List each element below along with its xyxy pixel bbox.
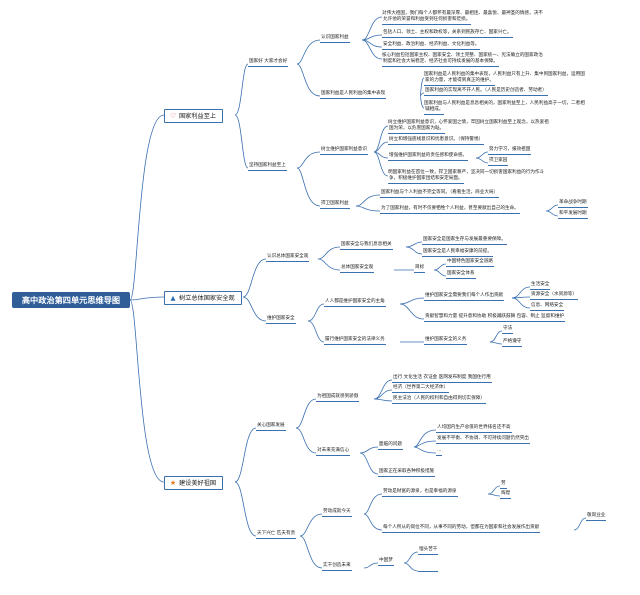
node-positions[interactable]: 每个人所从的岗位不同，从事不同的劳动，但都在为国家和社会发展作出贡献 <box>382 525 541 533</box>
branch-label: 树立总体国家安全观 <box>179 295 235 302</box>
node-create-future[interactable]: 实干创造未来 <box>322 563 352 571</box>
node-holistic-security[interactable]: 总体国家安全观 <box>340 265 375 273</box>
node-text: 和平发展时期 <box>558 211 588 219</box>
node-text: 努力学习，报效祖国 <box>488 147 532 155</box>
node-text: 守法 <box>502 326 514 334</box>
flame-icon: ▲ <box>170 294 176 302</box>
node-security-related[interactable]: 国家安全与我们息息相关 <box>340 242 393 250</box>
node-text: 劳 <box>500 481 507 489</box>
branch-label: 建设美好祖国 <box>179 480 217 487</box>
node-insist-interest[interactable]: 坚持国家利益至上 <box>248 163 287 171</box>
node-text: 敬岗业业 <box>586 513 607 521</box>
node-text: 民主法治（人民的权利和自由得到切实保障） <box>392 396 486 404</box>
heart-icon: ♡ <box>169 112 177 120</box>
branch-build-motherland[interactable]: ★建设美好祖国 <box>164 476 224 490</box>
node-text: 对伟大祖国，我们每个人都怀有最深厚、最相连、最喜悦、最神圣的情感，决不 <box>382 11 543 16</box>
node-text: 信息、网络安全 <box>530 303 565 311</box>
node-text: 树立和增强底线意识和忧患意识。（保持警惕） <box>388 137 485 145</box>
node-text: 国家安全是国家生存与发展最重要保障。 <box>422 237 507 245</box>
node-problems[interactable]: 面临的问题 <box>378 442 403 450</box>
node-duty[interactable]: 维护国家安全的义务 <box>424 337 468 345</box>
node-text: 国家利益是人民利益的集中表现，人民利益只有上升、集中到国家利益，运用国 <box>424 72 585 77</box>
node-text: 生活安全 <box>530 282 551 290</box>
node-labor-source[interactable]: 劳动是财富的源泉，也是幸福的源泉 <box>382 489 458 497</box>
node-empty <box>418 566 438 572</box>
node-text: ... <box>436 448 443 456</box>
node-people-interest[interactable]: 国家利益是人民利益的集中表现 <box>320 91 387 99</box>
node-confidence[interactable]: 对未来充满信心 <box>316 448 351 456</box>
node-text: 制度和社会大局稳定、经济社会可持续发展的基本保障。 <box>382 59 499 67</box>
node-country-good[interactable]: 国家好 大家才会好 <box>248 59 289 67</box>
node-text: 家的力量，才能得到真正的维护。 <box>424 78 495 86</box>
node-text: 资源安全（水资源等） <box>530 292 578 300</box>
node-text: 国家安全是人民幸福安康的前提。 <box>422 249 493 257</box>
node-everyone-responsible[interactable]: 天下兴亡 匹夫有责 <box>256 531 297 539</box>
node-text: 国家利益的实现离不开人民。（人民是历史创造者、劳动者） <box>424 88 548 96</box>
node-text: 安全利益、政治利益、经济利益、文化利益等。 <box>382 42 481 50</box>
node-text: 争，积极维护国家团结和安定局面。 <box>388 176 464 184</box>
node-maintain-security[interactable]: 维护国家安全 <box>266 316 296 324</box>
node-text: 革命战争时期 <box>558 200 588 208</box>
node-responsibility[interactable]: 增强维护国家利益的责任感和使命感。 <box>388 153 469 161</box>
node-legal-duty[interactable]: 履行维护国家安全的法律义务 <box>324 337 386 345</box>
node-text: 经济（世界第二大经济体） <box>392 385 450 393</box>
node-understand-interest[interactable]: 认识国家利益 <box>320 35 350 43</box>
node-text: 发展不平衡、不协调、不可持续问题仍然突出 <box>436 436 530 444</box>
node-everyone-protagonist[interactable]: 人人都是维护国家安全的主角 <box>324 299 386 307</box>
node-text: 允许他的荣誉和利益受到任何损害和贬损。 <box>382 17 472 25</box>
node-text: 包括人口、领土、主权和政权等，关系到民族存亡、国家兴亡。 <box>382 30 513 38</box>
node-text: 国家利益与个人利益不完全等同。（看看生活，商业大局） <box>380 190 500 198</box>
node-goal[interactable]: 目标 <box>414 265 426 273</box>
node-text: 人均国内生产总值的世界排名还不高 <box>436 425 512 433</box>
node-proud[interactable]: 为祖国成就感到骄傲 <box>316 394 360 402</box>
branch-national-security[interactable]: ▲树立总体国家安全观 <box>164 291 242 305</box>
node-text: 出行 文化生活 衣证金 医网发布制度 我国住行用 <box>392 375 492 383</box>
node-text: 埋头苦干 <box>418 547 439 555</box>
node-text: 中国特色国家安全道路 <box>446 259 494 267</box>
node-text: 国家正在采取各种积极措施 <box>378 469 436 477</box>
node-defend-interest[interactable]: 捍卫国家利益 <box>320 201 350 209</box>
node-text: 明国家利益在首位一致，捍卫国家尊严，坚决同一切损害国家利益的行为作斗 <box>388 170 545 175</box>
node-text: 严格遵守 <box>502 339 523 347</box>
node-text: 国家利益与人民利益是息息相关的，国家利益至上，人民利益高于一切，二者相 <box>424 101 585 106</box>
node-contribution[interactable]: 维护国家安全需要我们每个人作出贡献 <box>424 293 505 301</box>
branch-label: 国家利益至上 <box>179 113 217 120</box>
node-text: 贡献智慧和力量 提升意和协助 积极踊跃鼓舞 包容、制止 监督和维护 <box>424 314 566 322</box>
node-text: 国家安全体系 <box>446 271 476 279</box>
branch-national-interest[interactable]: ♡国家利益至上 <box>164 109 224 123</box>
node-text: 树立维护国家利益意识，心怀爱国之情，牢固树立国家利益至上观念，以热爱祖 <box>388 120 549 125</box>
node-china-dream[interactable]: 中国梦 <box>378 558 394 566</box>
node-text: 核心利益包括国家主权、国家安全、领土完整、国家统一、宪法确立的国家政治 <box>382 53 543 58</box>
node-text: 捍卫家园 <box>488 158 509 166</box>
node-labor-today[interactable]: 劳动成就今天 <box>322 509 352 517</box>
node-awareness[interactable]: 树立维护国家利益意识 <box>320 147 368 155</box>
root-title: 高中政治第四单元思维导图 <box>12 292 130 308</box>
node-sacrifice[interactable]: 为了国家利益，有时不仅要牺牲个人利益，甚至要献出自己的生命。 <box>380 206 520 214</box>
node-text: 辉煌 <box>500 491 512 499</box>
node-text: 辅相成。 <box>424 107 445 115</box>
node-understand-security[interactable]: 认识总体国家安全观 <box>266 254 310 262</box>
node-text: 国为荣，以危害国家为耻。 <box>388 126 446 134</box>
node-care-development[interactable]: 关心国家发展 <box>256 423 286 431</box>
star-icon: ★ <box>169 479 177 487</box>
